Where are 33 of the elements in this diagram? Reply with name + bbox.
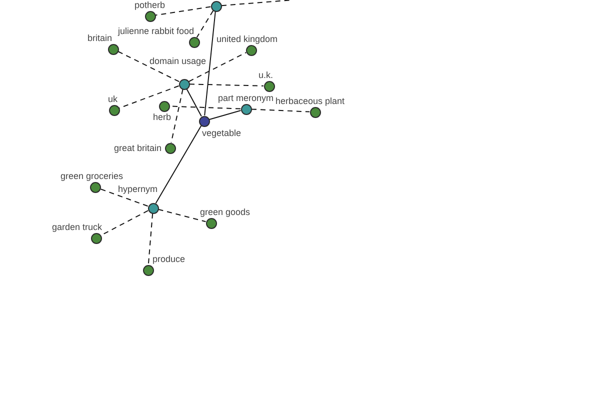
node-label: green groceries — [60, 171, 124, 181]
dashed-connector-line — [117, 50, 180, 82]
node-label: hypernym — [117, 184, 159, 194]
connector-line — [186, 88, 202, 117]
dashed-connector-line — [158, 208, 206, 222]
node-label: u.k. — [258, 70, 274, 80]
dashed-connector-line — [196, 10, 214, 38]
dashed-connector-line — [154, 6, 212, 16]
dashed-connector-line — [100, 188, 148, 207]
connector-line — [208, 110, 242, 120]
node-dot-icon — [210, 0, 222, 12]
node-label: garden truck — [51, 222, 104, 232]
connector-line — [155, 125, 202, 204]
node-label: green goods — [199, 207, 252, 217]
node-label: great britain — [113, 143, 163, 153]
dashed-connector-line — [188, 52, 247, 82]
dashed-connector-line — [189, 84, 264, 86]
node-label: uk — [107, 94, 119, 104]
node-label: domain usage — [148, 56, 208, 66]
node-label: produce — [152, 254, 186, 264]
node-label: britain — [86, 33, 114, 43]
node-label: julienne rabbit food — [117, 26, 196, 36]
dashed-connector-line — [170, 88, 184, 144]
dashed-connector-line — [251, 108, 310, 112]
node-label: potherb — [134, 0, 166, 10]
connector-line — [204, 11, 216, 116]
node-label: herb — [152, 112, 172, 122]
node-label: herbaceous plant — [274, 96, 346, 106]
dashed-connector-line — [148, 213, 154, 265]
node-label: united kingdom — [216, 34, 279, 44]
node-label: vegetable — [201, 128, 242, 138]
node-label: part meronym — [217, 93, 275, 103]
dashed-connector-line — [221, 0, 292, 6]
